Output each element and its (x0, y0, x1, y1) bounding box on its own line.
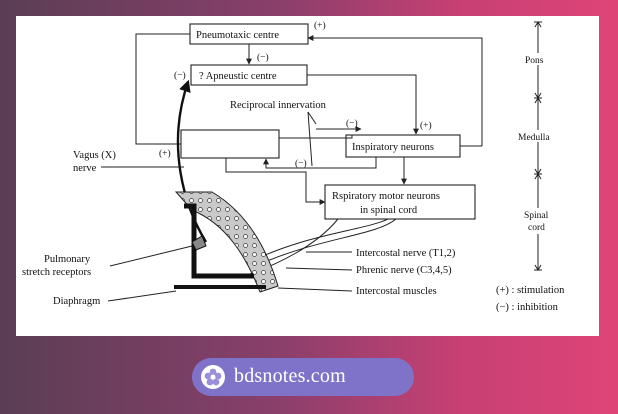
respiration-control-diagram: Pneumotaxic centre ? Apneustic centre In… (22, 20, 565, 313)
watermark-text: bdsnotes.com (234, 365, 346, 387)
pons-label: Pons (525, 56, 544, 66)
legend-stimulation: (+) : stimulation (496, 285, 565, 296)
sign-pneumo-minus: (−) (257, 52, 269, 63)
pons-medulla-tick (534, 92, 542, 104)
apneustic-to-inspiratory-arrow (307, 74, 419, 135)
medulla-label-bg (516, 130, 560, 142)
pulmonary-label-1: Pulmonary (44, 254, 91, 265)
legend-inhibition: (−) : inhibition (496, 302, 559, 313)
intercostal-nerve-line-2 (249, 218, 389, 263)
stretch-receptor-icon (191, 235, 207, 251)
sign-recip-minus-bottom: (−) (295, 158, 307, 169)
left-feedback-line (135, 33, 190, 145)
recip-pointer-1 (307, 111, 317, 125)
vagus-label-2: nerve (73, 163, 97, 174)
pons-label-bg (522, 53, 556, 65)
inspiratory-neurons-label: Inspiratory neurons (352, 142, 434, 153)
intercostal-muscle-wall (174, 191, 279, 293)
motor-neurons-label-2: in spinal cord (360, 205, 418, 216)
diaphragm-label: Diaphragm (53, 296, 100, 307)
phrenic-nerve-pointer (285, 267, 353, 271)
sign-recip-minus-top: (−) (346, 118, 358, 129)
pons-top-tick (534, 21, 542, 28)
pneumotaxic-centre-label: Pneumotaxic centre (196, 30, 279, 41)
spinal-label-bg (522, 208, 556, 234)
sign-expiratory-plus: (+) (159, 148, 171, 159)
pulmonary-pointer (109, 245, 193, 267)
intercostal-muscles-label: Intercostal muscles (356, 286, 437, 297)
expiratory-to-motor-arrow (225, 158, 326, 205)
apneustic-centre-label: ? Apneustic centre (199, 71, 277, 82)
flower-icon (201, 365, 225, 389)
intercostal-nerve-line (255, 218, 397, 267)
pulmonary-label-2: stretch receptors (22, 267, 91, 278)
recip-top-line (279, 135, 353, 139)
motor-neurons-box (324, 184, 476, 220)
spinal-label-1: Spinal (524, 211, 549, 221)
vagus-nerve-curve (176, 79, 208, 243)
reciprocal-innervation-label: Reciprocal innervation (230, 100, 327, 111)
motor-neurons-label-1: Rspiratory motor neurons (332, 191, 440, 202)
right-feedback-line (307, 35, 483, 146)
medulla-spinal-tick (534, 168, 542, 180)
medulla-label: Medulla (518, 133, 550, 143)
diagram-panel: Pneumotaxic centre ? Apneustic centre In… (16, 16, 599, 336)
intercostal-muscles-pointer (277, 287, 353, 292)
spinal-label-2: cord (528, 223, 545, 233)
spinal-bottom-tick (534, 264, 542, 271)
expiratory-neurons-box (180, 129, 280, 159)
intercostal-nerve-label: Intercostal nerve (T1,2) (356, 248, 456, 259)
sign-apneustic-minus: (−) (174, 70, 186, 81)
diaphragm-pointer (107, 290, 177, 302)
vagus-label-1: Vagus (X) (73, 150, 116, 161)
watermark-pill[interactable]: bdsnotes.com (192, 358, 414, 396)
sign-pneumo-plus: (+) (314, 20, 326, 31)
phrenic-nerve-label: Phrenic nerve (C3,4,5) (356, 265, 452, 276)
recip-bottom-arrow (263, 157, 377, 169)
recip-pointer-2 (307, 111, 313, 167)
sign-recip-plus-top: (+) (420, 120, 432, 131)
